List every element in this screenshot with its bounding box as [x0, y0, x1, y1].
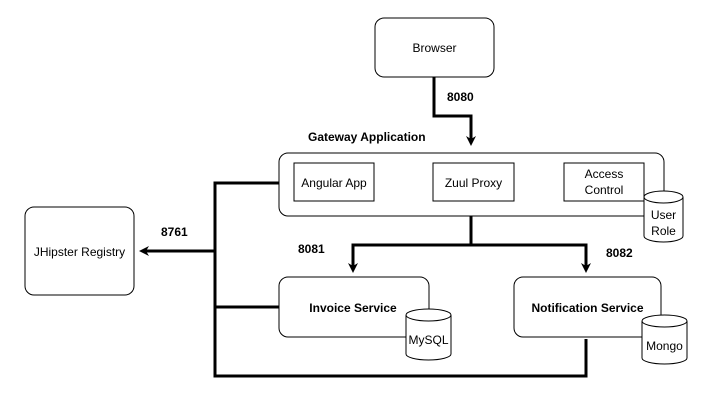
- zuul-proxy-node: Zuul Proxy: [432, 162, 515, 202]
- mysql-database-icon: MySQL: [405, 308, 452, 361]
- gateway-title: Gateway Application: [308, 130, 426, 144]
- gateway-notification-connector: [471, 243, 591, 273]
- mysql-label: MySQL: [408, 333, 448, 347]
- zuul-proxy-label: Zuul Proxy: [445, 176, 502, 190]
- mongo-label: Mongo: [646, 339, 683, 353]
- registry-bus-line: [213, 181, 588, 378]
- mongo-database-icon: Mongo: [641, 314, 688, 365]
- jhipster-registry-node: JHipster Registry: [24, 206, 135, 296]
- browser-node: Browser: [374, 17, 495, 78]
- port-8082-label: 8082: [606, 246, 633, 260]
- port-8761-label: 8761: [161, 225, 188, 239]
- access-control-label-line2: Control: [585, 183, 624, 197]
- user-role-database-icon: User Role: [643, 190, 684, 243]
- access-control-node: Access Control: [563, 162, 645, 202]
- user-role-label-line2: Role: [651, 224, 676, 238]
- access-control-label-line1: Access: [585, 167, 624, 181]
- invoice-service-label: Invoice Service: [309, 301, 397, 315]
- invoice-service-node: Invoice Service: [278, 276, 430, 338]
- browser-gateway-connector: [432, 77, 476, 146]
- notification-service-node: Notification Service: [513, 276, 662, 338]
- user-role-label-line1: User: [651, 208, 676, 222]
- jhipster-registry-label: JHipster Registry: [34, 245, 125, 259]
- notification-service-label: Notification Service: [531, 301, 643, 315]
- port-8080-label: 8080: [447, 90, 474, 104]
- browser-label: Browser: [412, 41, 456, 55]
- angular-app-node: Angular App: [293, 162, 375, 202]
- angular-app-label: Angular App: [301, 176, 367, 190]
- port-8081-label: 8081: [298, 242, 325, 256]
- gateway-services-connector: [348, 216, 473, 273]
